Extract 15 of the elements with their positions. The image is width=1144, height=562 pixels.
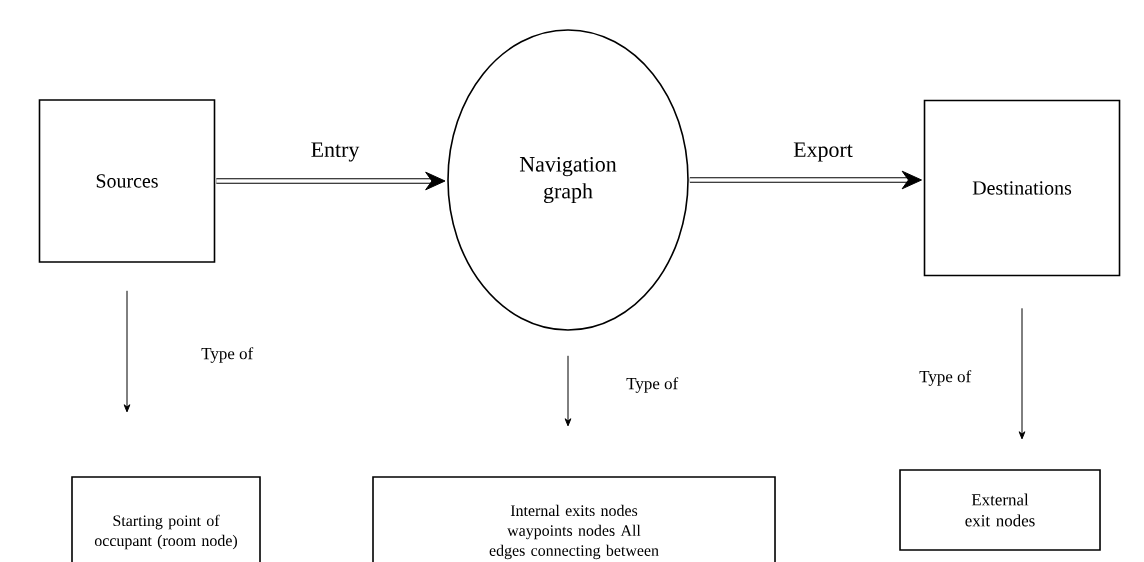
- process-box: Sources: [38, 99, 216, 263]
- arrow: [689, 170, 922, 190]
- edge-label: Type of: [919, 370, 972, 386]
- edge-label: Export: [793, 142, 853, 162]
- edge-label: Type of: [626, 377, 679, 393]
- edge-label: Type of: [201, 347, 254, 363]
- result-box: Starting point of occupant (room node): [71, 476, 261, 562]
- result-box: External exit nodes: [899, 469, 1101, 551]
- result-box: Internal exits nodes waypoints nodes All edges connecting between: [372, 476, 776, 562]
- process-box: Destinations: [923, 99, 1121, 277]
- arrow: [216, 171, 446, 191]
- edge-label: Entry: [311, 142, 360, 162]
- arrow: [564, 355, 572, 427]
- arrow: [1018, 307, 1026, 440]
- arrow: [123, 290, 131, 413]
